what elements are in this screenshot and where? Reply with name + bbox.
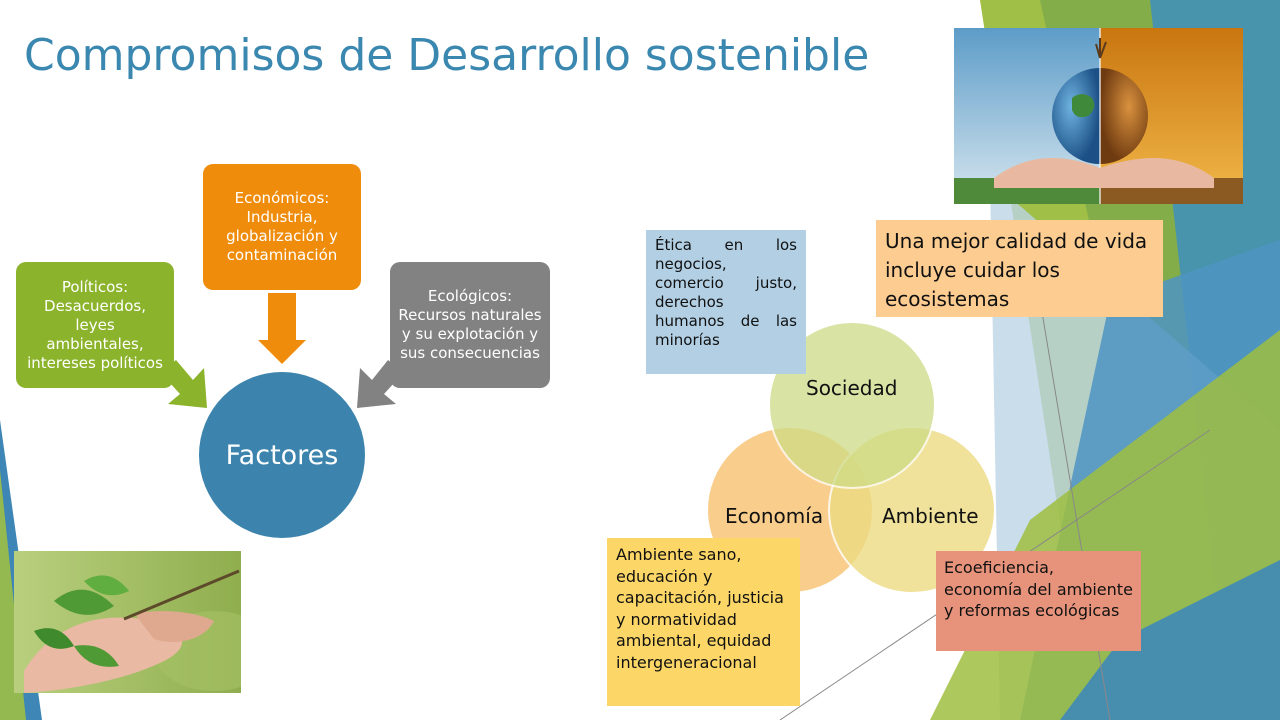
sociedad-label: Sociedad (806, 376, 898, 400)
ecologicos-label: Ecológicos: Recursos naturales y su expl… (398, 287, 542, 362)
factores-circle: Factores (199, 372, 365, 538)
etica-note: Ética en los negocios, comercio justo, d… (646, 230, 806, 374)
politicos-label: Políticos: Desacuerdos, leyes ambientale… (27, 277, 163, 372)
politicos-box: Políticos: Desacuerdos, leyes ambientale… (16, 262, 174, 388)
earth-hands-photo (954, 28, 1243, 204)
economia-label: Economía (725, 504, 824, 528)
ecologicos-box: Ecológicos: Recursos naturales y su expl… (390, 262, 550, 388)
arrow-economicos (258, 293, 306, 364)
ambiente-label: Ambiente (882, 504, 979, 528)
economicos-label: Económicos: Industria, globalización y c… (226, 189, 338, 264)
economicos-box: Económicos: Industria, globalización y c… (203, 164, 361, 290)
calidad-note: Una mejor calidad de vida incluye cuidar… (876, 220, 1163, 317)
ecoeficiencia-note: Ecoeficiencia, economía del ambiente y r… (936, 551, 1141, 651)
hands-leaves-photo (14, 551, 241, 693)
page-title: Compromisos de Desarrollo sostenible (24, 30, 870, 81)
factores-label: Factores (225, 439, 339, 471)
ambiente-sano-note: Ambiente sano, educación y capacitación,… (607, 538, 800, 706)
venn-circle-sociedad (768, 321, 936, 489)
